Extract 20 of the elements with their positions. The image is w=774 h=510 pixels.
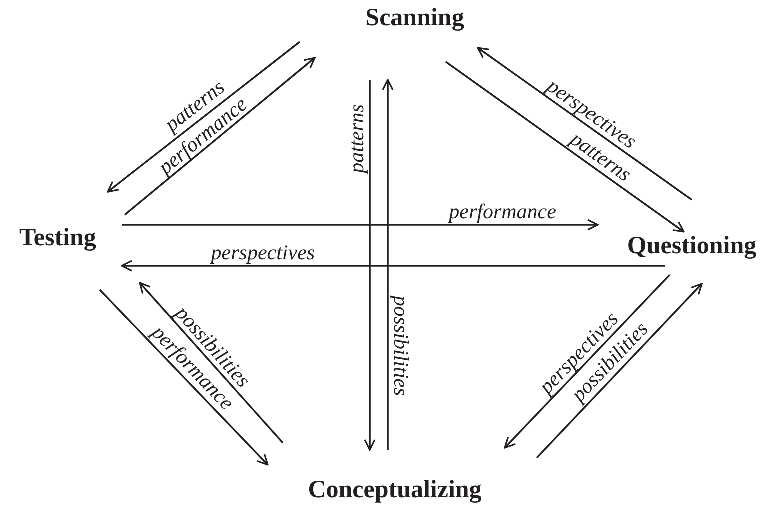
stage-label: Questioning [627,232,757,260]
arrow [122,219,599,231]
edge-label: performance [447,202,558,222]
arrow [504,274,671,449]
arrow [477,47,693,201]
arrow [536,283,703,459]
stage-label: Scanning [366,4,464,32]
arrow [99,289,269,466]
edge-label: patterns [346,104,368,176]
arrow [124,57,316,216]
arrow [445,61,685,233]
arrow [107,41,301,193]
arrow [364,80,376,451]
edge-label: perspectives [209,242,316,264]
stage-label: Conceptualizing [308,476,482,504]
arrow [382,79,394,450]
stage-label: Testing [20,224,96,252]
arrow [139,282,284,444]
edge-label: possibilities [390,294,412,399]
arrow [121,260,665,272]
